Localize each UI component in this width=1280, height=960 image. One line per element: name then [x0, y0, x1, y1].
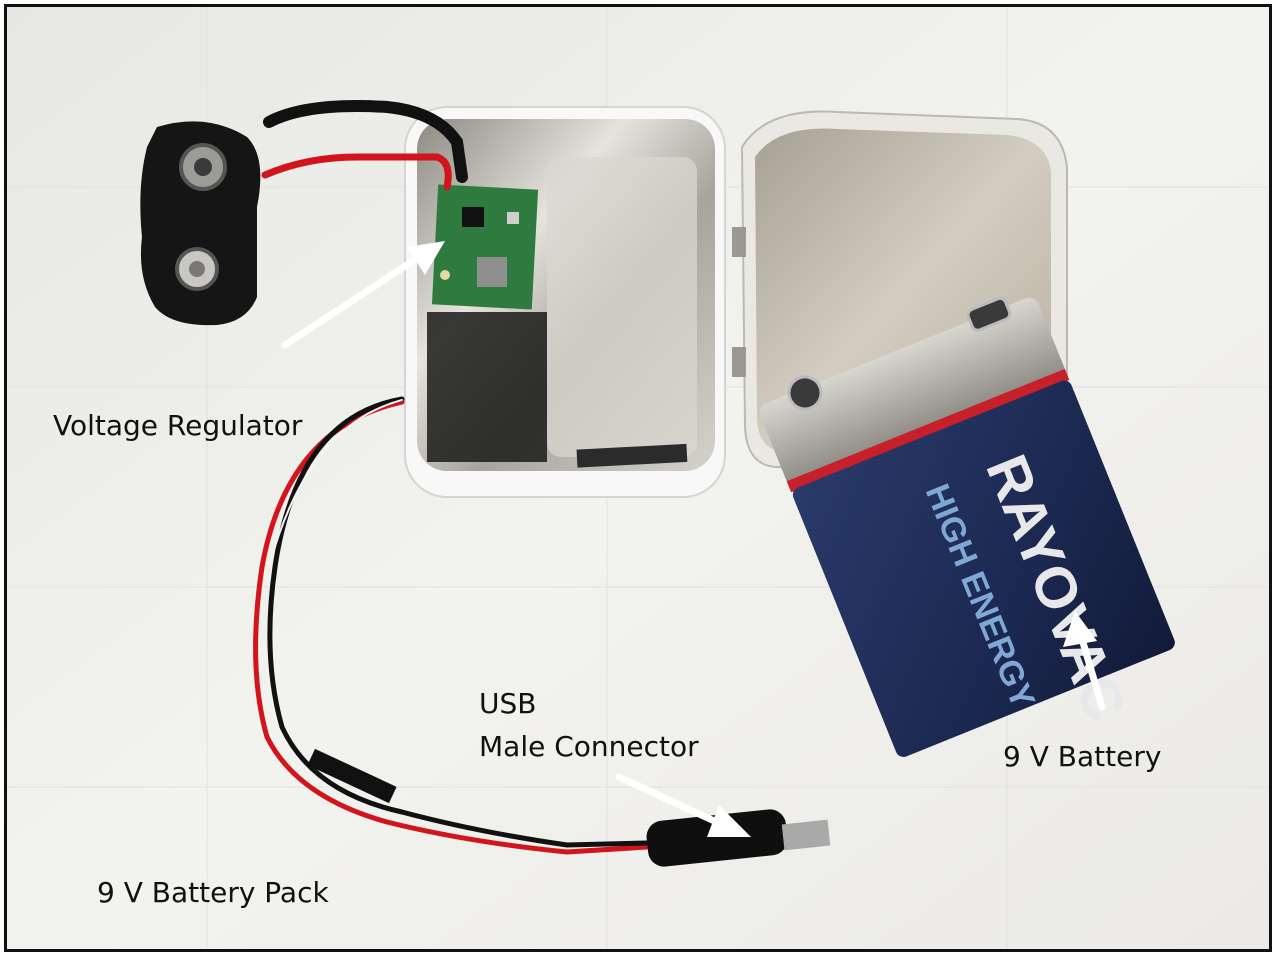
photo-frame: RAYOVAC HIGH ENERGY	[4, 4, 1272, 952]
usb-label-line1: USB	[479, 687, 537, 720]
battery-pack-photo: RAYOVAC HIGH ENERGY	[7, 7, 1269, 949]
usb-cable	[253, 396, 650, 855]
battery-pack-label: 9 V Battery Pack	[97, 876, 329, 909]
battery-snap-connector	[140, 121, 261, 326]
voltage-regulator-board	[427, 184, 547, 462]
annotation-arrows	[281, 241, 1106, 837]
nine-volt-battery: RAYOVAC HIGH ENERGY	[759, 296, 1175, 757]
snap-wires	[261, 100, 468, 191]
usb-connector	[646, 809, 831, 867]
voltage-regulator-label: Voltage Regulator	[53, 409, 303, 442]
battery-label: 9 V Battery	[1003, 740, 1162, 773]
usb-label-line2: Male Connector	[479, 730, 699, 763]
